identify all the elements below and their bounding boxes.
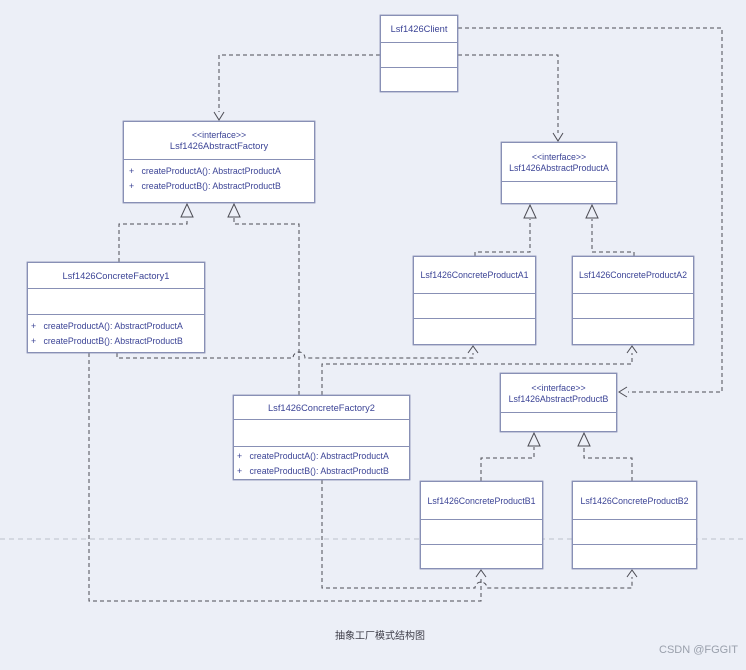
- class-box-concrete-product-a1[interactable]: Lsf1426ConcreteProductA1: [413, 256, 536, 345]
- title-compartment: Lsf1426ConcreteProductA1: [414, 257, 535, 293]
- attributes-compartment: [381, 42, 457, 67]
- title-compartment: Lsf1426ConcreteFactory1: [28, 263, 204, 288]
- title-compartment: Lsf1426ConcreteProductB2: [573, 482, 696, 519]
- class-title: Lsf1426ConcreteFactory2: [268, 402, 375, 413]
- class-title: Lsf1426ConcreteProductB2: [580, 495, 689, 506]
- dependency-client-to-abstract-product-b[interactable]: [458, 27, 723, 398]
- methods-compartment: + createProductA(): AbstractProductA + c…: [28, 314, 204, 352]
- attributes-compartment: [573, 293, 693, 318]
- attributes-compartment: [414, 293, 535, 318]
- csdn-watermark: CSDN @FGGIT: [659, 644, 738, 656]
- methods-compartment: [381, 67, 457, 91]
- class-title: Lsf1426ConcreteProductA2: [578, 270, 688, 280]
- interface-box-abstract-factory[interactable]: <<interface>> Lsf1426AbstractFactory + c…: [123, 121, 315, 203]
- class-box-concrete-product-a2[interactable]: Lsf1426ConcreteProductA2: [572, 256, 694, 345]
- attributes-compartment: [28, 288, 204, 314]
- method-create-product-a: + createProductA(): AbstractProductA: [237, 451, 389, 461]
- interface-box-abstract-product-b[interactable]: <<interface>> Lsf1426AbstractProductB: [500, 373, 617, 432]
- title-compartment: Lsf1426ConcreteFactory2: [234, 396, 409, 419]
- attributes-compartment: [501, 412, 616, 431]
- title-compartment: <<interface>> Lsf1426AbstractFactory: [124, 122, 314, 159]
- method-create-product-a: + createProductA(): AbstractProductA: [129, 166, 281, 176]
- class-title: Lsf1426ConcreteProductB1: [427, 495, 536, 506]
- dependency-concrete-factory2-to-concrete-product-b2[interactable]: [321, 480, 638, 589]
- stereotype-label: <<interface>>: [191, 130, 247, 140]
- diagram-caption: 抽象工厂模式结构图: [335, 631, 425, 642]
- title-compartment: Lsf1426ConcreteProductB1: [421, 482, 542, 519]
- realization-concrete-factory1-to-abstract-factory[interactable]: [118, 202, 194, 262]
- method-create-product-b: + createProductB(): AbstractProductB: [31, 336, 183, 346]
- dependency-concrete-factory1-to-concrete-product-b1[interactable]: [88, 353, 487, 602]
- title-compartment: <<interface>> Lsf1426AbstractProductA: [502, 143, 616, 181]
- class-title: Lsf1426AbstractFactory: [169, 141, 269, 151]
- class-box-concrete-product-b2[interactable]: Lsf1426ConcreteProductB2: [572, 481, 697, 569]
- methods-compartment: [573, 544, 696, 568]
- method-create-product-b: + createProductB(): AbstractProductB: [129, 181, 281, 191]
- attributes-compartment: [421, 519, 542, 544]
- realization-concrete-factory2-to-abstract-factory[interactable]: [227, 202, 300, 395]
- class-box-client[interactable]: Lsf1426Client: [380, 15, 458, 92]
- interface-box-abstract-product-a[interactable]: <<interface>> Lsf1426AbstractProductA: [501, 142, 617, 204]
- attributes-compartment: [234, 419, 409, 446]
- methods-compartment: [421, 544, 542, 568]
- class-title: Lsf1426Client: [390, 24, 448, 34]
- dependency-concrete-factory1-to-concrete-product-a1[interactable]: [116, 345, 479, 359]
- realization-concrete-product-b2-to-abstract-product-b[interactable]: [577, 431, 633, 481]
- methods-compartment: + createProductA(): AbstractProductA + c…: [234, 446, 409, 479]
- dependency-concrete-factory2-to-concrete-product-a2[interactable]: [321, 345, 638, 395]
- title-compartment: Lsf1426ConcreteProductA2: [573, 257, 693, 293]
- title-compartment: Lsf1426Client: [381, 16, 457, 42]
- attributes-compartment: [502, 181, 616, 203]
- method-create-product-a: + createProductA(): AbstractProductA: [31, 321, 183, 331]
- class-title: Lsf1426AbstractProductB: [508, 393, 609, 404]
- attributes-compartment: [573, 519, 696, 544]
- class-title: Lsf1426AbstractProductA: [509, 162, 609, 173]
- realization-concrete-product-a2-to-abstract-product-a[interactable]: [585, 203, 635, 256]
- dependency-client-to-abstract-factory[interactable]: [213, 54, 380, 121]
- methods-compartment: [414, 318, 535, 344]
- class-title: Lsf1426ConcreteProductA1: [420, 270, 529, 280]
- title-compartment: <<interface>> Lsf1426AbstractProductB: [501, 374, 616, 412]
- realization-concrete-product-b1-to-abstract-product-b[interactable]: [480, 431, 541, 481]
- stereotype-label: <<interface>>: [531, 382, 586, 393]
- class-box-concrete-factory1[interactable]: Lsf1426ConcreteFactory1 + createProductA…: [27, 262, 205, 353]
- class-title: Lsf1426ConcreteFactory1: [62, 270, 170, 281]
- methods-compartment: + createProductA(): AbstractProductA + c…: [124, 159, 314, 202]
- stereotype-label: <<interface>>: [531, 151, 587, 162]
- class-box-concrete-product-b1[interactable]: Lsf1426ConcreteProductB1: [420, 481, 543, 569]
- realization-concrete-product-a1-to-abstract-product-a[interactable]: [474, 203, 537, 256]
- dependency-client-to-abstract-product-a[interactable]: [458, 54, 564, 142]
- method-create-product-b: + createProductB(): AbstractProductB: [237, 466, 389, 476]
- methods-compartment: [573, 318, 693, 344]
- class-box-concrete-factory2[interactable]: Lsf1426ConcreteFactory2 + createProductA…: [233, 395, 410, 480]
